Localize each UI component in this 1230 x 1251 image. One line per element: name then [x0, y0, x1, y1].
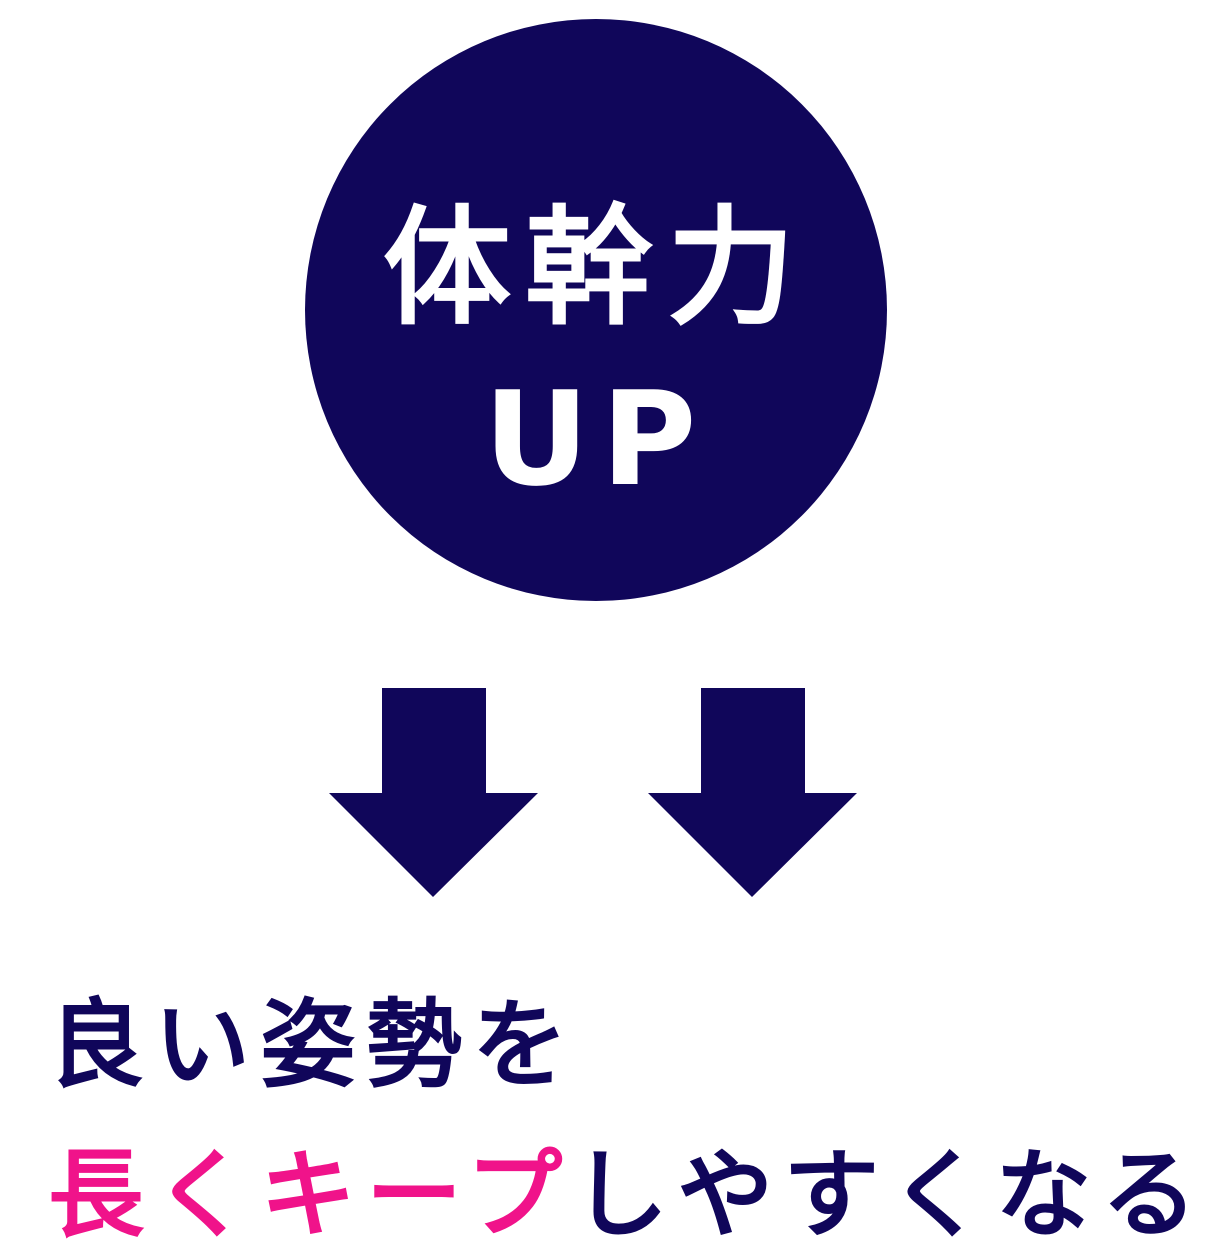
badge-title: 体幹力 — [382, 194, 809, 343]
core-strength-badge: 体幹力 UP — [305, 19, 887, 601]
down-arrow-icon — [648, 688, 857, 897]
message-line-1: 良い姿勢を — [48, 989, 578, 1101]
badge-subtitle: UP — [483, 363, 709, 515]
down-arrow-icon — [329, 688, 538, 897]
message-highlight: 長くキープ — [48, 1139, 573, 1251]
message-line-2: 長くキープしやすくなる — [48, 1140, 1207, 1250]
message-rest: しやすくなる — [572, 1139, 1208, 1251]
